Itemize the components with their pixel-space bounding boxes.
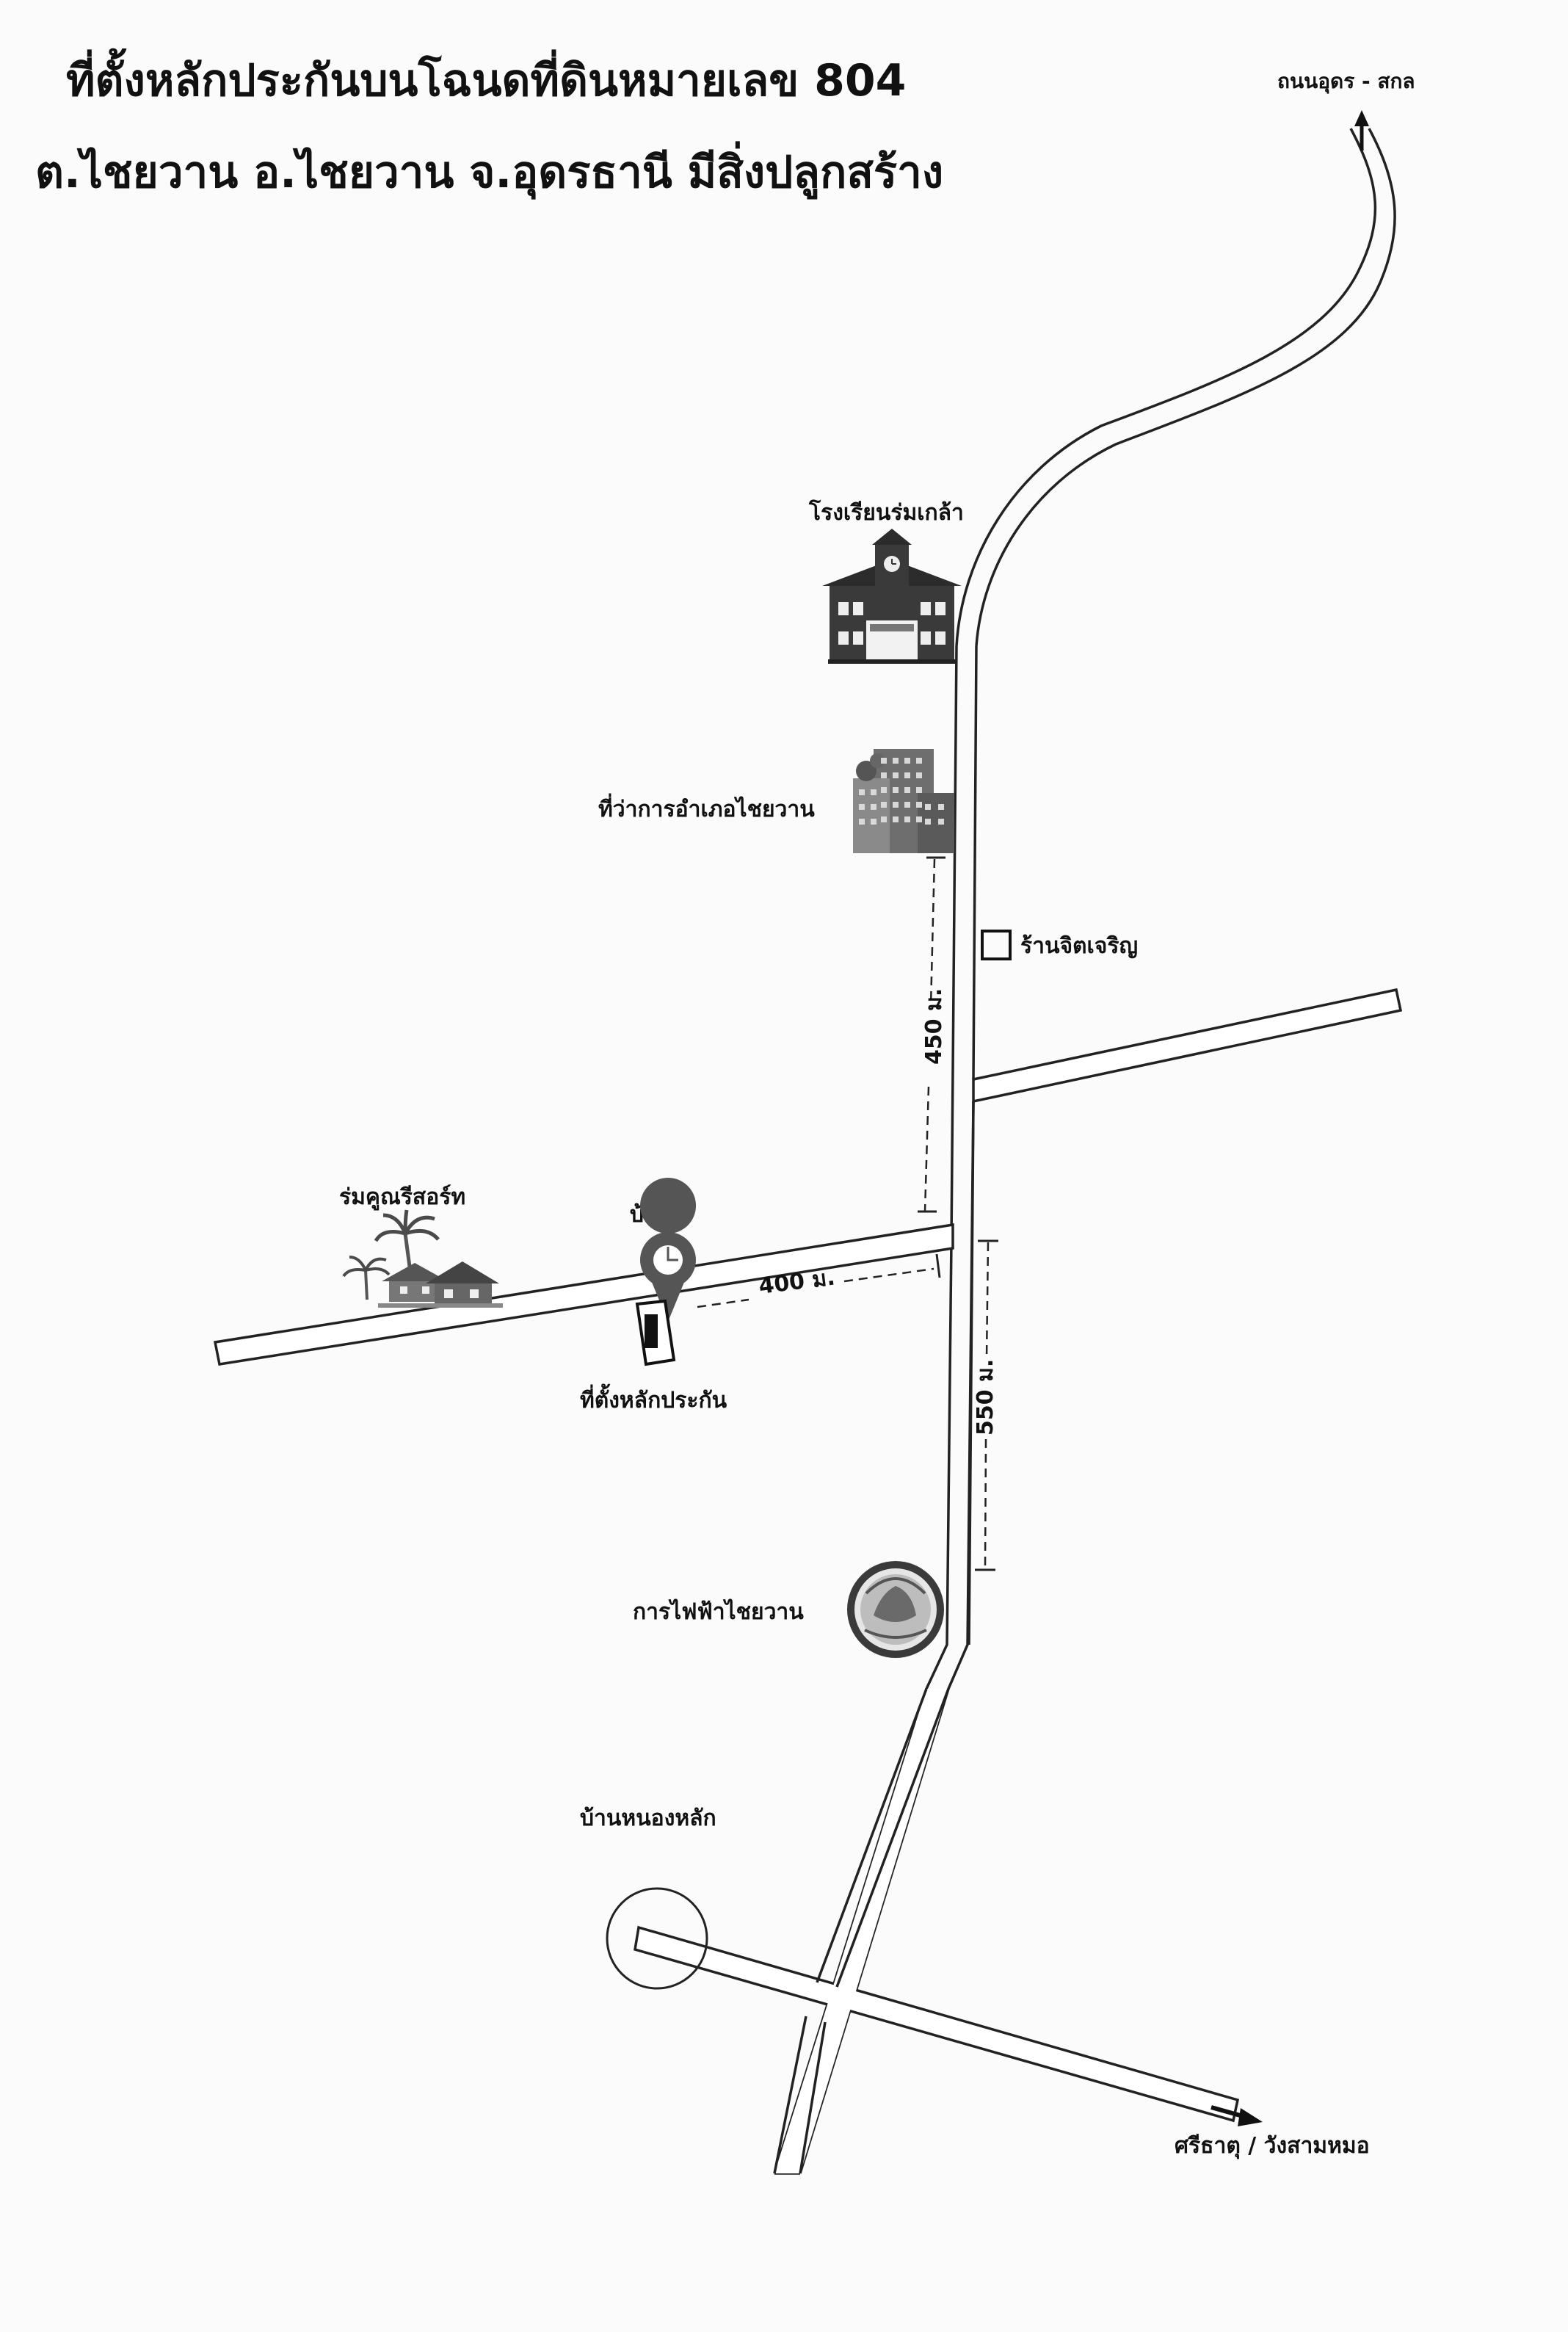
shop-label: ร้านจิตเจริญ: [1020, 933, 1138, 959]
school-label: โรงเรียนร่มเกล้า: [808, 499, 964, 526]
east-branch-road: [972, 988, 1403, 1104]
collateral-plot-icon: [635, 1299, 676, 1366]
distance-550-label: 550 ม.: [973, 1359, 998, 1435]
school-building-icon: [822, 529, 962, 664]
collateral-label: ที่ตั้งหลักประกัน: [580, 1383, 727, 1413]
distance-450-label: 450 ม.: [921, 988, 947, 1065]
office-building-icon: [853, 749, 954, 853]
square-marker-icon: [981, 930, 1012, 960]
south-arrow-icon: [1211, 2105, 1263, 2126]
district-office-label: ที่ว่าการอำเภอไชยวาน: [598, 793, 815, 822]
map-title-line-2: ต.ไชยวาน อ.ไชยวาน จ.อุดรธานี มีสิ่งปลูกส…: [35, 141, 943, 200]
north-road-label: ถนนอุดร - สกล: [1277, 69, 1415, 94]
north-arrow-icon: [1354, 110, 1369, 151]
village-label: บ้านหนองหลัก: [580, 1806, 716, 1831]
map-pin-icon: [640, 1178, 697, 1322]
emblem-seal-icon: [847, 1561, 944, 1658]
west-branch-road: [213, 1223, 954, 1366]
resort-huts-icon: [342, 1209, 503, 1308]
main-road: [773, 128, 1396, 2175]
distance-450-marker: 450 ม.: [918, 856, 947, 1213]
south-cross-road: [634, 1925, 1240, 2123]
circle-marker-icon: [606, 1887, 708, 1990]
resort-label: ร่มคูณรีสอร์ท: [339, 1184, 465, 1211]
map-title-line-1: ที่ตั้งหลักประกันบนโฉนดที่ดินหมายเลข 804: [66, 48, 906, 106]
distance-550-marker: 550 ม.: [973, 1239, 998, 1571]
south-road-label: ศรีธาตุ / วังสามหมอ: [1175, 2133, 1370, 2159]
electricity-label: การไฟฟ้าไชยวาน: [633, 1598, 804, 1625]
